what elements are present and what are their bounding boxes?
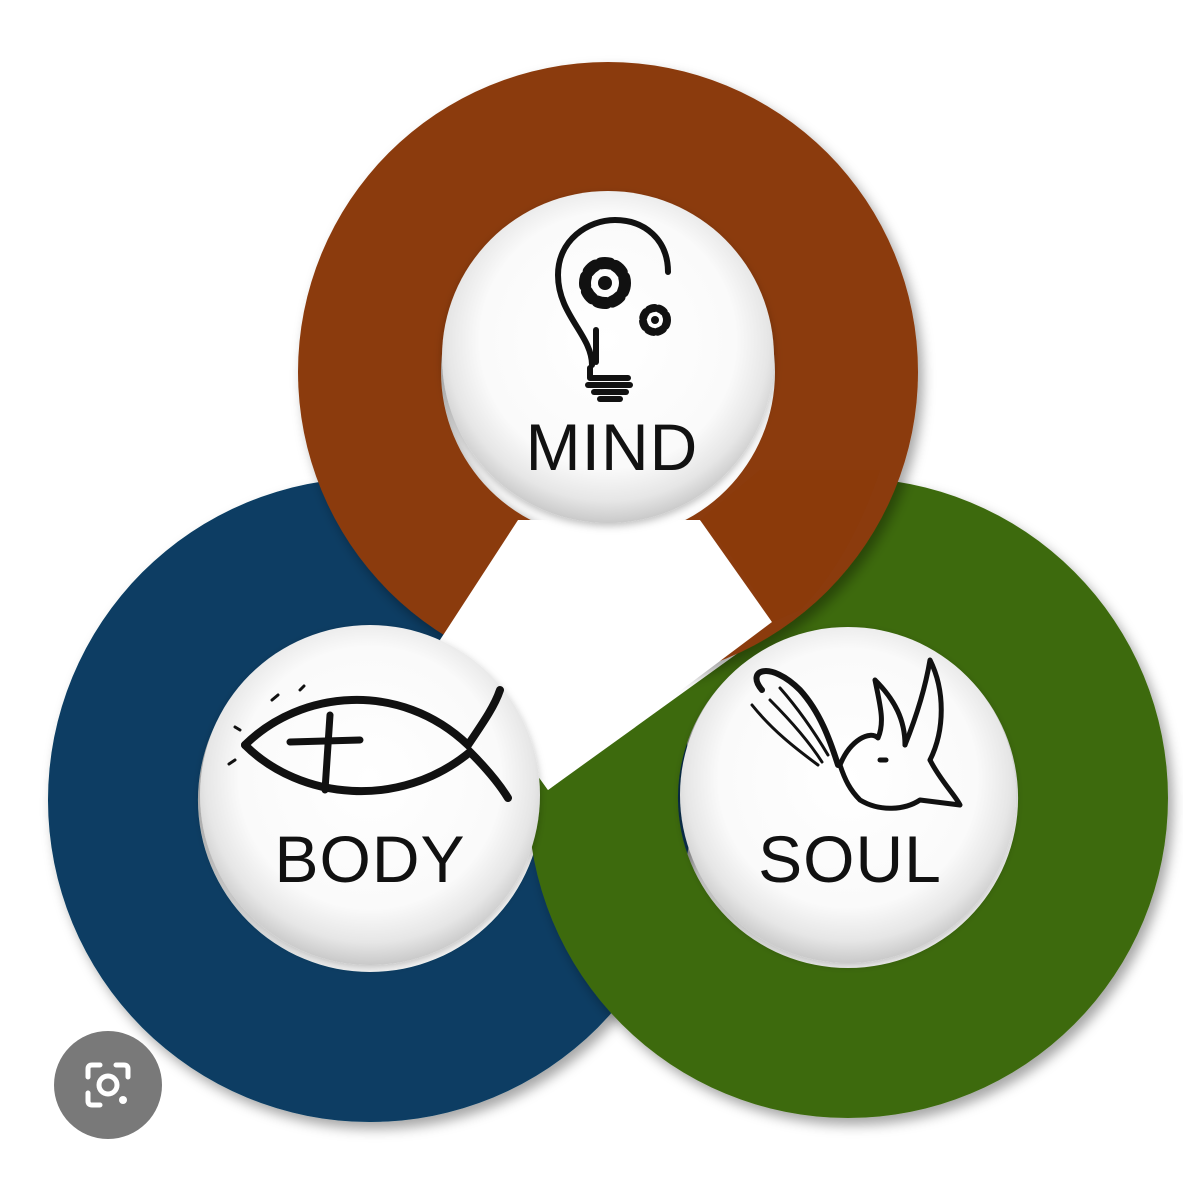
body-disc xyxy=(200,625,540,965)
lightbulb-gears-icon xyxy=(554,216,671,402)
soul-disc xyxy=(680,627,1016,963)
mind-disc xyxy=(442,191,774,523)
dove-feather-icon xyxy=(750,657,963,811)
visual-search-button[interactable] xyxy=(54,1031,162,1139)
visual-search-lens-icon xyxy=(85,1062,131,1108)
soul-label: SOUL xyxy=(758,822,942,896)
body-label: BODY xyxy=(274,822,465,896)
ichthys-fish-cross-icon xyxy=(227,684,512,802)
mind-label: MIND xyxy=(526,410,699,484)
